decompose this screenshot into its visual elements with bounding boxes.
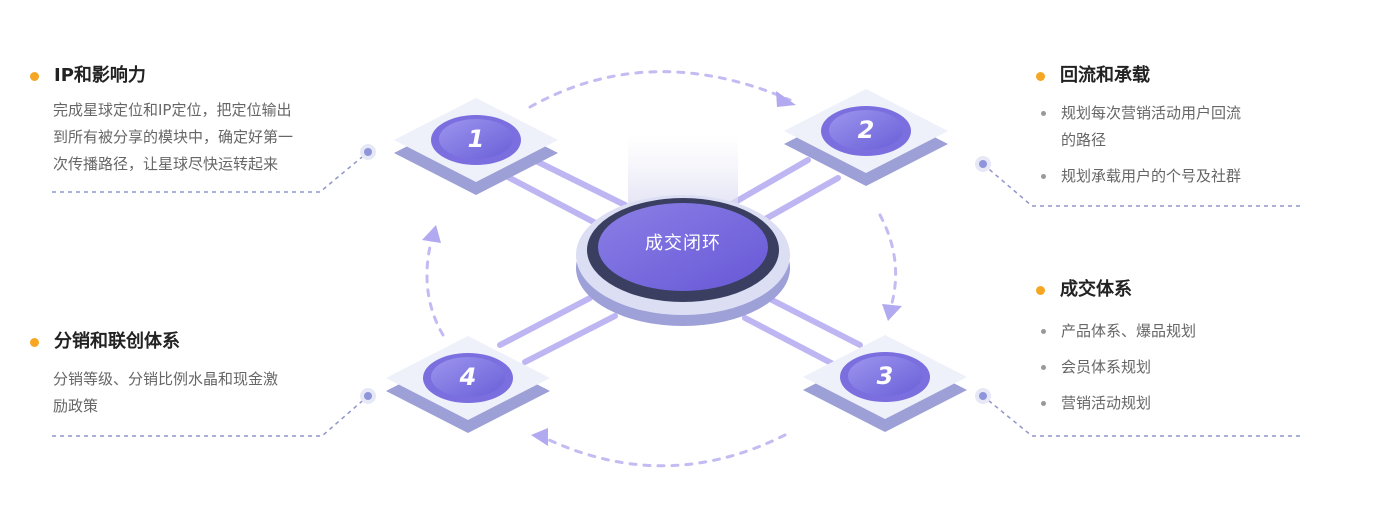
connectors — [497, 156, 863, 368]
desc-line: 励政策 — [53, 397, 99, 415]
list-item-text: 产品体系、爆品规划 — [1061, 322, 1197, 340]
desc-line: 到所有被分享的模块中，确定好第一 — [53, 128, 294, 146]
orange-dot-icon — [1036, 72, 1045, 81]
leader-ip — [52, 151, 369, 193]
hub — [576, 195, 790, 326]
arrow-3-to-4 — [543, 433, 787, 468]
node-4 — [386, 336, 550, 433]
arrowhead-2 — [882, 304, 902, 321]
distribution-title: 分销和联创体系 — [30, 330, 278, 354]
deal-system-list: 产品体系、爆品规划 会员体系规划 营销活动规划 — [1036, 318, 1196, 417]
leader-dots — [360, 144, 991, 404]
arrowhead-3 — [531, 428, 548, 446]
cycle-arrows — [425, 70, 898, 468]
bullet-icon — [1041, 401, 1046, 406]
list-item: 产品体系、爆品规划 — [1036, 318, 1196, 345]
connector-1a — [529, 156, 628, 208]
bullet-icon — [1041, 174, 1046, 179]
reflow-block: 回流和承载 规划每次营销活动用户回流 的路径 规划承载用户的个号及社群 — [1036, 64, 1241, 190]
list-item-text: 营销活动规划 — [1061, 394, 1152, 412]
connector-2b — [757, 175, 841, 225]
node-3-number: 3 — [876, 362, 894, 390]
bullet-icon — [1041, 329, 1046, 334]
leader-lines — [52, 151, 1300, 437]
connector-1b — [503, 173, 608, 231]
connector-4a — [497, 295, 593, 348]
node-1-number: 1 — [467, 125, 485, 153]
ip-influence-desc: 完成星球定位和IP定位，把定位输出 到所有被分享的模块中，确定好第一 次传播路径… — [53, 97, 293, 178]
orange-dot-icon — [30, 338, 39, 347]
connector-2a — [727, 157, 811, 208]
node-1 — [394, 98, 558, 195]
reflow-title-text: 回流和承载 — [1060, 65, 1150, 86]
distribution-block: 分销和联创体系 分销等级、分销比例水晶和现金激 励政策 — [30, 330, 278, 420]
arrow-2-to-3 — [878, 213, 898, 312]
hub-label: 成交闭环 — [645, 233, 721, 254]
ip-influence-block: IP和影响力 完成星球定位和IP定位，把定位输出 到所有被分享的模块中，确定好第… — [30, 64, 293, 178]
list-item: 会员体系规划 — [1036, 354, 1196, 381]
node-2 — [784, 89, 948, 186]
orange-dot-icon — [30, 72, 39, 81]
list-item-text: 规划承载用户的个号及社群 — [1061, 167, 1242, 185]
reflow-list: 规划每次营销活动用户回流 的路径 规划承载用户的个号及社群 — [1036, 100, 1241, 190]
distribution-title-text: 分销和联创体系 — [54, 331, 180, 352]
connector-3b — [742, 315, 838, 368]
deal-system-title: 成交体系 — [1036, 278, 1196, 302]
arrow-1-to-2 — [528, 70, 792, 109]
distribution-desc: 分销等级、分销比例水晶和现金激 励政策 — [53, 366, 278, 420]
deal-system-title-text: 成交体系 — [1060, 279, 1132, 300]
arrowhead-4 — [422, 225, 441, 243]
ip-influence-title: IP和影响力 — [30, 64, 293, 88]
connector-4b — [522, 313, 618, 365]
list-item: 规划每次营销活动用户回流 的路径 — [1036, 100, 1241, 154]
bullet-icon — [1041, 111, 1046, 116]
bullet-icon — [1041, 365, 1046, 370]
reflow-title: 回流和承载 — [1036, 64, 1241, 88]
list-item: 营销活动规划 — [1036, 390, 1196, 417]
node-4-number: 4 — [459, 363, 477, 391]
leader-deal — [982, 395, 1300, 437]
node-2-number: 2 — [857, 116, 875, 144]
list-item-text: 规划每次营销活动用户回流 — [1061, 104, 1242, 122]
list-item-text: 的路径 — [1061, 131, 1107, 149]
deal-system-block: 成交体系 产品体系、爆品规划 会员体系规划 营销活动规划 — [1036, 278, 1196, 417]
arrow-heads — [422, 91, 902, 446]
desc-line: 完成星球定位和IP定位，把定位输出 — [53, 101, 292, 119]
arrow-4-to-1 — [425, 236, 445, 337]
list-item: 规划承载用户的个号及社群 — [1036, 163, 1241, 190]
desc-line: 次传播路径，让星球尽快运转起来 — [53, 155, 279, 173]
arrowhead-1 — [776, 91, 796, 107]
node-3 — [803, 335, 967, 432]
orange-dot-icon — [1036, 286, 1045, 295]
connector-3a — [767, 296, 863, 348]
ip-influence-title-text: IP和影响力 — [54, 65, 146, 86]
desc-line: 分销等级、分销比例水晶和现金激 — [53, 370, 279, 388]
leader-reflow — [982, 163, 1300, 207]
leader-dist — [52, 395, 369, 437]
list-item-text: 会员体系规划 — [1061, 358, 1152, 376]
